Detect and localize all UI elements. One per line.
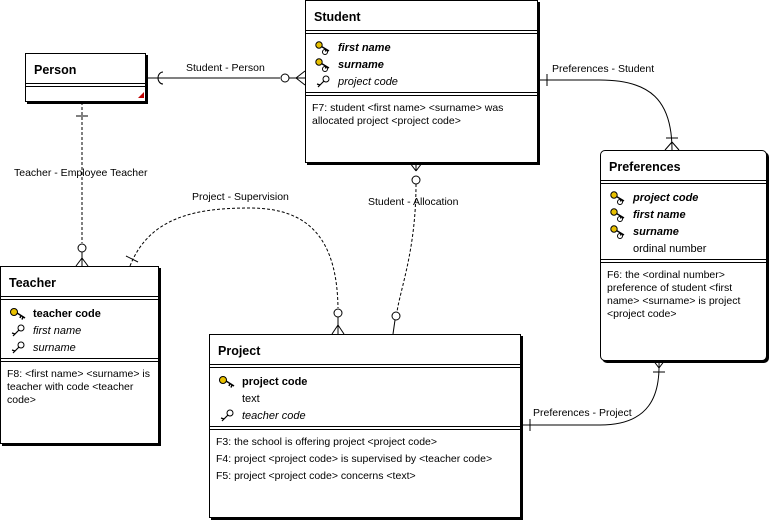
- rel-label-preferences-project: Preferences - Project: [533, 407, 632, 419]
- fact-rule: F8: <first name> <surname> is teacher wi…: [7, 368, 150, 406]
- fact-rule: F6: the <ordinal number> preference of s…: [607, 269, 741, 320]
- attribute-name: project code: [338, 76, 398, 88]
- attribute-name: project code: [633, 192, 699, 204]
- attribute-name: teacher code: [242, 410, 306, 422]
- fk-key-icon: [9, 323, 27, 340]
- attribute-row[interactable]: project code: [218, 374, 516, 391]
- fact-rule-list: F6: the <ordinal number> preference of s…: [601, 263, 766, 329]
- no-key-spacer: [218, 391, 236, 408]
- fk-key-icon: [314, 74, 332, 91]
- attribute-row[interactable]: first name: [314, 40, 533, 57]
- rel-project-supervision-line[interactable]: [125, 207, 345, 335]
- entity-project[interactable]: Project project code text teacher code F3:…: [209, 334, 521, 518]
- pk-fk-key-icon: [609, 207, 627, 224]
- fact-rule-list: F7: student <first name> <surname> was a…: [306, 96, 537, 136]
- rel-label-student-person: Student - Person: [186, 62, 265, 74]
- entity-preferences[interactable]: Preferences project code first name surnam…: [600, 150, 767, 361]
- attribute-name: teacher code: [33, 308, 101, 320]
- entity-title: Person: [26, 54, 145, 87]
- attribute-name: surname: [338, 59, 384, 71]
- pk-key-icon: [9, 306, 27, 323]
- attribute-name: project code: [242, 376, 308, 388]
- pk-fk-key-icon: [609, 190, 627, 207]
- fact-rule-list: F8: <first name> <surname> is teacher wi…: [1, 362, 158, 415]
- fact-rule: F4: project <project code> is supervised…: [216, 453, 493, 465]
- pk-fk-key-icon: [609, 224, 627, 241]
- attribute-row[interactable]: ordinal number: [609, 241, 762, 258]
- attribute-row[interactable]: surname: [609, 224, 762, 241]
- fact-rule-list: F3: the school is offering project <proj…: [210, 430, 520, 491]
- corner-marker-icon: [138, 92, 144, 98]
- rel-label-project-supervision: Project - Supervision: [192, 191, 289, 203]
- attribute-row[interactable]: teacher code: [218, 408, 516, 425]
- attribute-name: first name: [33, 325, 82, 337]
- rel-label-preferences-student: Preferences - Student: [552, 63, 655, 75]
- entity-title: Preferences: [601, 151, 766, 184]
- pk-fk-key-icon: [314, 57, 332, 74]
- rel-label-teacher-employee: Teacher - Employee Teacher: [14, 167, 148, 179]
- attribute-row[interactable]: surname: [314, 57, 533, 74]
- attribute-name: first name: [338, 42, 391, 54]
- entity-teacher[interactable]: Teacher teacher code first name surname F8…: [0, 266, 159, 444]
- attribute-list: project code text teacher code: [210, 368, 520, 430]
- attribute-name: surname: [33, 342, 76, 354]
- attribute-row[interactable]: teacher code: [9, 306, 154, 323]
- attribute-name: text: [242, 393, 260, 405]
- rel-preferences-project-line[interactable]: [521, 359, 666, 431]
- rel-student-allocation-line[interactable]: [391, 162, 423, 335]
- attribute-name: surname: [633, 226, 679, 238]
- attribute-row[interactable]: text: [218, 391, 516, 408]
- fact-rule: F5: project <project code> concerns <tex…: [216, 470, 416, 482]
- attribute-list: first name surname project code: [306, 34, 537, 96]
- rel-teacher-employee-line[interactable]: [75, 102, 89, 267]
- fk-key-icon: [9, 340, 27, 357]
- attribute-row[interactable]: surname: [9, 340, 154, 357]
- entity-title: Student: [306, 1, 537, 34]
- fk-key-icon: [218, 408, 236, 425]
- attribute-list: teacher code first name surname: [1, 300, 158, 362]
- pk-key-icon: [218, 374, 236, 391]
- entity-title: Project: [210, 335, 520, 368]
- rel-student-person-line[interactable]: [145, 70, 306, 86]
- attribute-row[interactable]: project code: [314, 74, 533, 91]
- attribute-row[interactable]: project code: [609, 190, 762, 207]
- rel-label-student-allocation: Student - Allocation: [368, 196, 459, 208]
- attribute-row[interactable]: first name: [9, 323, 154, 340]
- entity-person[interactable]: Person: [25, 53, 146, 102]
- fact-rule: F7: student <first name> <surname> was a…: [312, 102, 504, 127]
- rel-preferences-student-line[interactable]: [538, 74, 680, 151]
- entity-title: Teacher: [1, 267, 158, 300]
- attribute-row[interactable]: first name: [609, 207, 762, 224]
- fact-rule: F3: the school is offering project <proj…: [216, 436, 438, 448]
- attribute-name: first name: [633, 209, 686, 221]
- no-key-spacer: [609, 241, 627, 258]
- entity-student[interactable]: Student first name surname project code F7…: [305, 0, 538, 163]
- attribute-list: project code first name surname ordinal num…: [601, 184, 766, 263]
- attribute-name: ordinal number: [633, 243, 707, 255]
- pk-fk-key-icon: [314, 40, 332, 57]
